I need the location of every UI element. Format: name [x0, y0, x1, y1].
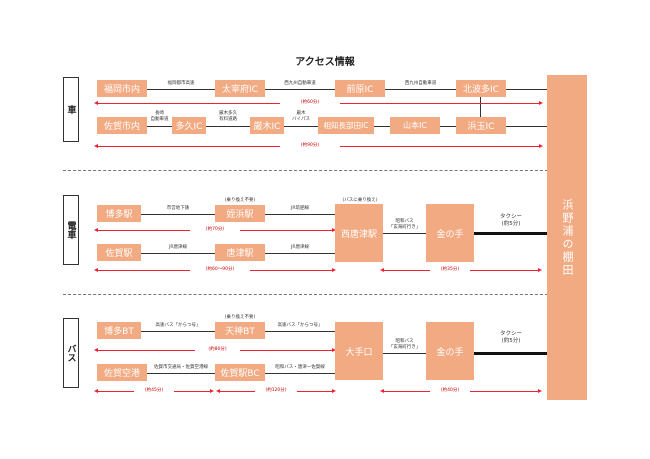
- node-kanenote-train: 金の手: [426, 204, 474, 262]
- duration-label: (約45分): [134, 387, 174, 393]
- section-label-train: 電車: [63, 195, 79, 265]
- node-nishikaratsu-station: 西唐津駅: [335, 204, 383, 262]
- route-label: JR唐津線: [169, 245, 187, 250]
- node-hakata-bt: 博多BT: [97, 322, 141, 339]
- taxi-label: タクシー (約5分): [499, 214, 522, 227]
- destination-box: 浜野浦の棚田: [547, 75, 587, 400]
- route-label: 昭和バス 「玄海町行き」: [388, 339, 421, 350]
- node-kyuragi-ic: 厳木IC: [250, 117, 284, 134]
- taxi-route: [474, 232, 547, 235]
- route-label: 厳木多久 有料道路: [219, 111, 237, 122]
- route-label: 昭和バス 「玄海町行き」: [388, 219, 421, 230]
- route-label: 厳木 バイパス: [292, 111, 310, 122]
- route-label: 昭和バス・唐津ー佐賀線: [275, 365, 325, 370]
- transfer-note: (バスに乗り換え): [342, 198, 378, 203]
- route-label: 佐賀市交通局・佐賀空港線: [154, 365, 208, 370]
- duration-label: (約120分): [255, 387, 297, 393]
- duration-label: (約80分): [195, 346, 240, 352]
- section-divider: [63, 170, 548, 171]
- route-label: 長崎 自動車道: [150, 111, 169, 122]
- node-saga-airport: 佐賀空港: [97, 364, 147, 381]
- route-label: JR筑肥線: [291, 206, 309, 211]
- node-saga-city: 佐賀市内: [97, 117, 147, 134]
- route-label: 高速バス「からつ号」: [155, 323, 201, 328]
- duration-label: (約35分): [430, 266, 470, 272]
- taxi-label: タクシー (約5分): [499, 331, 522, 344]
- node-karatsu-station: 唐津駅: [215, 244, 265, 261]
- transfer-note: (乗り換え不要): [224, 315, 256, 320]
- node-tenjin-bt: 天神BT: [215, 322, 265, 339]
- node-kanenote-bus: 金の手: [426, 322, 474, 380]
- duration-label: (約70分): [190, 226, 240, 232]
- duration-label: (約40分): [430, 387, 470, 393]
- node-maebaru-ic: 前原IC: [335, 80, 385, 97]
- route-line: [100, 89, 547, 90]
- node-ouchi-osabeta-ic: 相知長部田IC: [318, 117, 374, 134]
- node-meinohama-station: 姪浜駅: [215, 205, 265, 222]
- duration-label: (約60分): [280, 99, 340, 105]
- node-hakata-station: 博多駅: [97, 205, 141, 222]
- node-yamamoto-ic: 山本IC: [390, 117, 440, 134]
- duration-label: (約90分): [280, 142, 340, 148]
- duration-label: (約60〜90分): [190, 266, 250, 272]
- section-label-car: 車: [63, 77, 79, 142]
- section-label-bus: バス: [63, 318, 79, 388]
- node-fukuoka-city: 福岡市内: [97, 80, 147, 97]
- transfer-note: (乗り換え不要): [224, 198, 256, 203]
- section-divider: [63, 294, 548, 295]
- node-kitahata-ic: 北波多IC: [456, 80, 506, 97]
- page-title: アクセス情報: [295, 57, 355, 68]
- node-hamatama-ic: 浜玉IC: [456, 117, 506, 134]
- route-label: 市営地下鉄: [166, 206, 190, 211]
- node-otemachi: 大手口: [335, 322, 383, 380]
- route-label: JR唐津線: [291, 245, 309, 250]
- taxi-route: [474, 352, 547, 355]
- route-label: 福岡都市高速: [167, 81, 195, 86]
- node-dazaifu-ic: 太宰府IC: [215, 80, 265, 97]
- route-label: 高速バス「からつ号」: [277, 323, 323, 328]
- node-taku-ic: 多久IC: [172, 117, 206, 134]
- node-saga-station-bc: 佐賀駅BC: [215, 364, 265, 381]
- route-label: 西九州自動車道: [284, 81, 316, 86]
- route-line: [383, 233, 426, 234]
- route-label: 西九州自動車道: [404, 81, 437, 86]
- node-saga-station: 佐賀駅: [97, 244, 141, 261]
- route-line: [480, 97, 481, 117]
- route-line: [383, 353, 426, 354]
